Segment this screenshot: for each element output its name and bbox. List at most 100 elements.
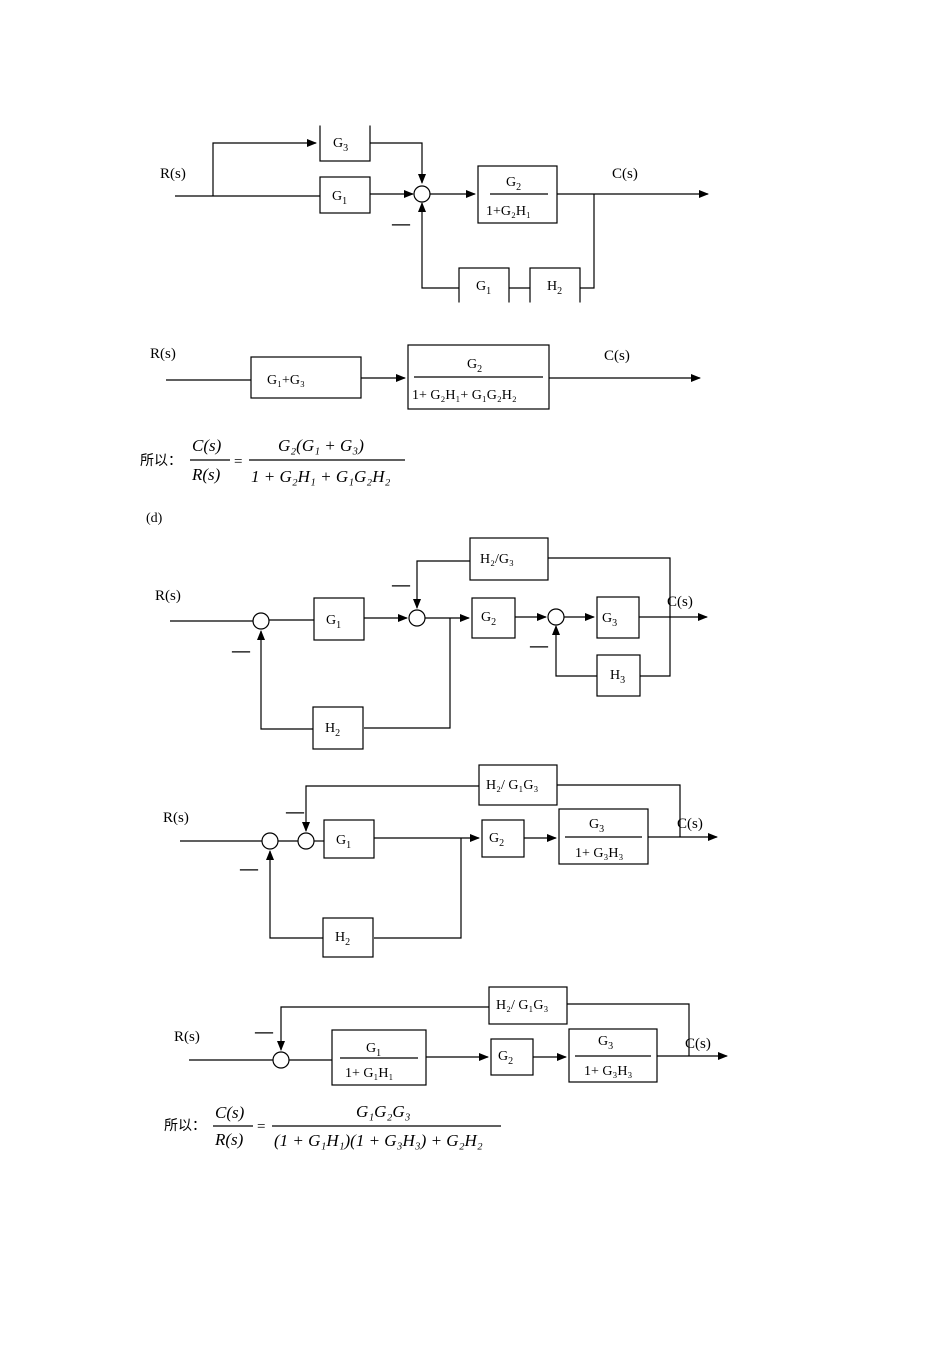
so-prefix: 所以： [140, 453, 182, 469]
input-label: R(s) [160, 166, 186, 182]
output-label: C(s) [604, 348, 630, 364]
rhs-denominator: 1 + G₂H₁ + G₁G₂H₂ [251, 467, 390, 486]
formula-2: 所以： C(s) R(s) = G₁G₂G₃ (1 + G₁H₁)(1 + G₃… [164, 1102, 501, 1150]
fb-h2-block [529, 267, 581, 305]
g3-numerator: G3 [589, 817, 604, 835]
summing-junction [272, 1051, 290, 1069]
formula-1: 所以： C(s) R(s) = G₂(G₁ + G₃) 1 + G₂H₁ + G… [140, 436, 405, 486]
g3-block [596, 596, 640, 639]
negative-sign-2: — [391, 574, 411, 594]
h2-over-g1g3-label: H₂/ G₁G₃ [486, 778, 538, 793]
g1-plus-g3-label: G₁+G₃ [267, 373, 305, 388]
summing-junction-3 [547, 608, 565, 626]
g3-label: G3 [333, 136, 348, 154]
g2-label: G2 [481, 610, 496, 628]
h2-block [322, 917, 374, 958]
feedback-to-sum [418, 202, 459, 289]
top-feedback-in [557, 784, 681, 837]
g3-denominator: 1+ G₃H₃ [575, 846, 623, 861]
diagram-5: R(s) C(s) — G1 1+ G₁H₁ G2 G3 1+ G₃H₃ H₂/… [174, 986, 728, 1086]
top-feedback-in [567, 1003, 690, 1056]
output-label: C(s) [667, 594, 693, 610]
denominator: 1+ G₂H₁+ G₁G₂H₂ [412, 388, 517, 403]
h2-block [312, 706, 364, 750]
negative-sign-1: — [239, 858, 259, 878]
h2-over-g1g3-block [488, 986, 568, 1025]
fb-g1-block [458, 267, 510, 305]
rhs-denominator: (1 + G₁H₁)(1 + G₃H₃) + G₂H₂ [274, 1131, 483, 1150]
top-feedback-out [413, 560, 470, 609]
equals: = [257, 1119, 265, 1135]
summing-junction-1 [252, 612, 270, 630]
negative-sign-2: — [285, 801, 305, 821]
output-label: C(s) [677, 816, 703, 832]
diagram-4: R(s) C(s) — — G1 G2 G3 1+ G₃H₃ H₂/ G₁G₃ … [163, 764, 718, 958]
h2-feedback-in [364, 618, 451, 729]
fb-g1-label: G1 [476, 279, 491, 297]
g3-numerator: G3 [598, 1034, 613, 1052]
numerator: G2 [467, 357, 482, 375]
rhs-numerator: G₁G₂G₃ [356, 1102, 411, 1121]
top-feedback-out [302, 785, 479, 832]
lhs-numerator: C(s) [215, 1103, 245, 1122]
h3-label: H3 [610, 668, 625, 686]
g1-label: G1 [326, 613, 341, 631]
g1-denominator: 1+ G₁H₁ [345, 1066, 393, 1081]
g1-plus-g3-block [250, 356, 362, 399]
equals: = [234, 454, 242, 470]
g2-block [490, 1038, 534, 1076]
h2-over-g1g3-label: H₂/ G₁G₃ [496, 998, 548, 1013]
feedback-from-output [580, 194, 595, 289]
h2-label: H2 [335, 930, 350, 948]
g1-block [313, 597, 365, 641]
negative-sign-1: — [231, 640, 251, 660]
h2-over-g1g3-block [478, 764, 558, 806]
h3-feedback-in [640, 617, 671, 677]
negative-sign: — [254, 1021, 274, 1041]
h2-over-g3-label: H₂/G₃ [480, 552, 514, 567]
input-label: R(s) [163, 810, 189, 826]
rhs-numerator: G₂(G₁ + G₃) [278, 436, 364, 455]
summing-junction-1 [261, 832, 279, 850]
h2-over-g3-block [469, 537, 549, 581]
so-prefix: 所以： [164, 1118, 206, 1134]
g2-block [471, 597, 516, 639]
h2-label: H2 [325, 721, 340, 739]
g1-block [323, 819, 375, 859]
h2-feedback-out [266, 850, 323, 939]
g1-numerator: G1 [366, 1041, 381, 1059]
g2-denominator: 1+G₂H₁ [486, 204, 531, 219]
summing-junction-2 [408, 609, 426, 627]
summing-junction [413, 185, 431, 203]
g1-label: G1 [336, 833, 351, 851]
branch-to-g3 [212, 139, 317, 196]
lhs-denominator: R(s) [191, 465, 221, 484]
g1-block [319, 176, 371, 214]
input-label: R(s) [150, 346, 176, 362]
h2-feedback-in [374, 838, 462, 939]
output-label: C(s) [685, 1036, 711, 1052]
g2-label: G2 [489, 831, 504, 849]
g3-label: G3 [602, 611, 617, 629]
lhs-denominator: R(s) [214, 1130, 244, 1149]
top-feedback-in [548, 557, 671, 617]
summing-junction-2 [297, 832, 315, 850]
output-label: C(s) [612, 166, 638, 182]
fb-h2-label: H2 [547, 279, 562, 297]
diagram-3: R(s) C(s) — G1 — G2 — G3 H3 H₂/G₃ [155, 537, 708, 750]
lhs-numerator: C(s) [192, 436, 222, 455]
h2-feedback-out [257, 630, 313, 730]
g2-label: G2 [498, 1049, 513, 1067]
negative-sign: — [391, 213, 411, 233]
diagram-1: R(s) C(s) G3 G1 — G2 1+G₂H₁ H2 G1 [160, 122, 709, 306]
diagram-2: R(s) C(s) G₁+G₃ G2 1+ G₂H₁+ G₁G₂H₂ [150, 344, 701, 410]
g2-block [481, 819, 525, 858]
negative-sign-3: — [529, 635, 549, 655]
part-label: (d) [146, 511, 163, 526]
input-label: R(s) [174, 1029, 200, 1045]
g1-label: G1 [332, 189, 347, 207]
top-feedback-out [277, 1006, 489, 1051]
input-label: R(s) [155, 588, 181, 604]
g3-to-sum [370, 142, 426, 184]
